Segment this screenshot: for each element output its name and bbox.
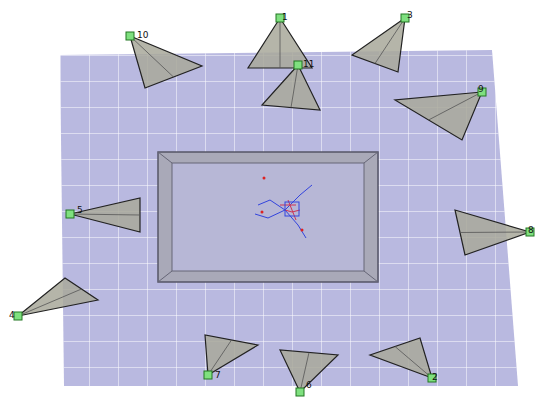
- camera-body: [66, 210, 74, 218]
- camera-number: 3: [407, 10, 413, 20]
- camera-axis: [291, 65, 298, 108]
- camera-axis: [395, 347, 432, 379]
- camera-cone: [205, 335, 258, 375]
- camera-cone: [130, 36, 202, 88]
- camera-number: 1: [282, 12, 288, 22]
- camera-number: 10: [137, 30, 148, 40]
- camera-axis: [375, 18, 405, 64]
- camera-cone: [248, 18, 312, 68]
- camera-number: 6: [306, 380, 312, 390]
- camera-body: [296, 388, 304, 396]
- camera-cone: [280, 350, 338, 392]
- camera-number: 2: [432, 372, 438, 382]
- camera-axis: [280, 18, 281, 68]
- camera-axis: [130, 36, 174, 77]
- camera-cone: [18, 278, 98, 316]
- camera-cone: [70, 198, 140, 232]
- camera-axis: [429, 92, 483, 120]
- capture-volume-outer: [158, 152, 378, 282]
- camera-body: [204, 371, 212, 379]
- floor-grid: [60, 50, 518, 386]
- camera-number: 4: [9, 310, 15, 320]
- camera-body: [126, 32, 134, 40]
- camera-number: 8: [528, 225, 534, 235]
- skeleton-figure: [255, 177, 312, 239]
- camera-number: 11: [303, 59, 314, 69]
- camera-number: 9: [478, 84, 484, 94]
- camera-cone: [395, 92, 482, 140]
- camera-cone: [352, 18, 405, 72]
- camera-axis: [460, 232, 530, 234]
- camera-number: 5: [77, 205, 83, 215]
- camera-cone: [370, 338, 432, 378]
- capture-volume-inner: [172, 163, 364, 271]
- camera-number: 7: [215, 370, 221, 380]
- camera-cone: [262, 65, 320, 110]
- camera-cone: [455, 210, 530, 255]
- floor: [60, 50, 518, 386]
- camera-body: [14, 312, 22, 320]
- camera-axis: [18, 289, 82, 316]
- camera-axis: [208, 340, 232, 375]
- camera-body: [294, 61, 302, 69]
